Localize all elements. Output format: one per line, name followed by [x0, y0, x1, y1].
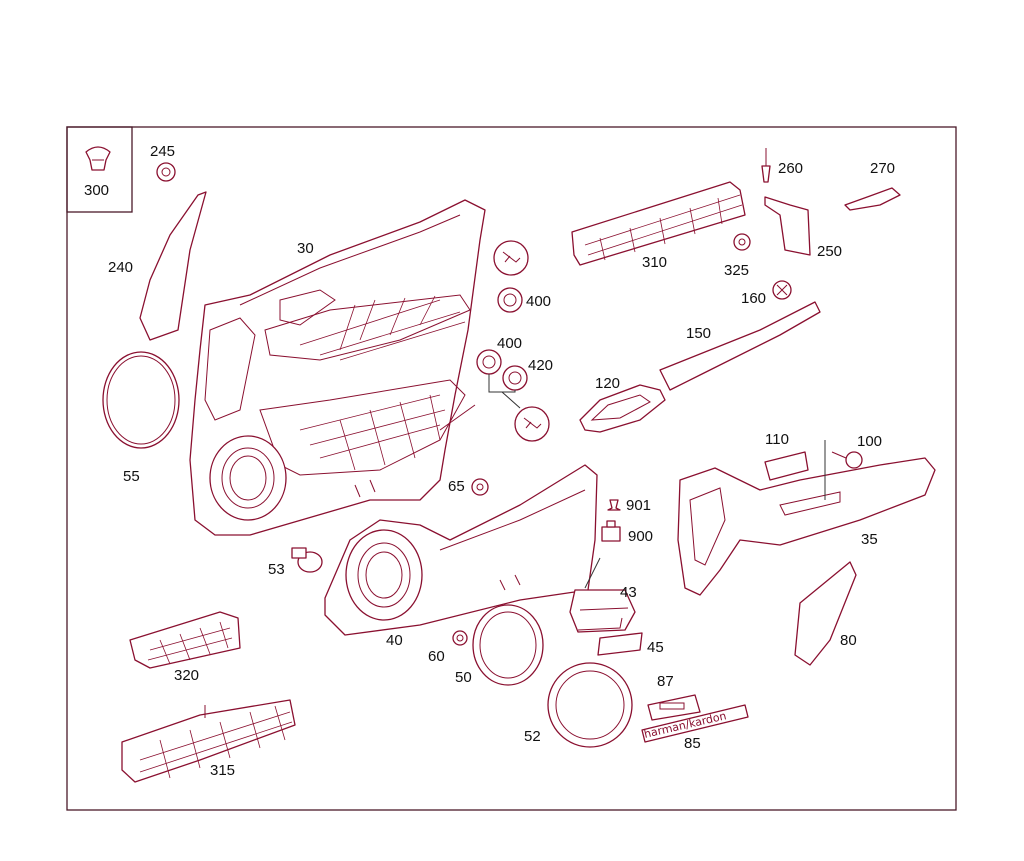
callout-65: 65 [448, 478, 465, 495]
part-screw-65[interactable] [471, 478, 489, 496]
callout-80: 80 [840, 632, 857, 649]
callout-400-lower: 400 [497, 335, 522, 352]
part-grille-320[interactable] [129, 611, 241, 669]
callout-420: 420 [528, 357, 553, 374]
callout-60: 60 [428, 648, 445, 665]
part-cover-45[interactable] [597, 632, 643, 656]
callout-320: 320 [174, 667, 199, 684]
part-pin-260[interactable] [761, 148, 771, 183]
callout-900: 900 [628, 528, 653, 545]
callout-110: 110 [765, 431, 789, 448]
callout-53: 53 [268, 561, 285, 578]
callout-55: 55 [123, 468, 140, 485]
callout-150: 150 [686, 325, 711, 342]
callout-87: 87 [657, 673, 674, 690]
callout-240: 240 [108, 259, 133, 276]
callout-35: 35 [861, 531, 878, 548]
callout-30: 30 [297, 240, 314, 257]
callout-85: 85 [684, 735, 701, 752]
part-trim-150[interactable] [659, 301, 821, 391]
callout-325: 325 [724, 262, 749, 279]
callout-45: 45 [647, 639, 664, 656]
callout-260: 260 [778, 160, 803, 177]
part-901[interactable] [607, 499, 621, 511]
callout-100: 100 [857, 433, 882, 450]
part-screw-160[interactable] [772, 280, 792, 300]
callout-315: 315 [210, 762, 235, 779]
callout-245: 245 [150, 143, 175, 160]
legend-box [66, 126, 133, 213]
part-fasteners-400-420[interactable] [476, 240, 550, 442]
part-door-panel-30[interactable] [189, 199, 486, 536]
callout-40: 40 [386, 632, 403, 649]
part-seal-55[interactable] [102, 351, 180, 449]
part-grille-315[interactable] [121, 699, 296, 783]
callout-310: 310 [642, 254, 667, 271]
part-door-panel-35[interactable] [677, 440, 936, 596]
callout-300: 300 [84, 182, 109, 199]
part-screw-60[interactable] [452, 630, 468, 646]
callout-901: 901 [626, 497, 651, 514]
callout-43: 43 [620, 584, 637, 601]
diagram-frame [66, 126, 957, 811]
callout-270: 270 [870, 160, 895, 177]
part-900[interactable] [601, 520, 621, 542]
part-handle-120[interactable] [579, 384, 666, 433]
part-bracket-87[interactable] [647, 694, 701, 721]
part-bracket-250[interactable] [764, 196, 811, 256]
callout-52: 52 [524, 728, 541, 745]
callout-50: 50 [455, 669, 472, 686]
callout-250: 250 [817, 243, 842, 260]
part-grille-310[interactable] [571, 181, 746, 266]
part-trim-240[interactable] [139, 191, 207, 341]
part-screw-325[interactable] [733, 233, 751, 251]
part-ring-52[interactable] [547, 662, 633, 748]
part-screw-245[interactable] [156, 162, 176, 182]
part-clip-270[interactable] [844, 187, 901, 211]
part-ring-50[interactable] [472, 604, 544, 686]
callout-120: 120 [595, 375, 620, 392]
part-clip-53[interactable] [291, 547, 323, 573]
callout-400-upper: 400 [526, 293, 551, 310]
callout-160: 160 [741, 290, 766, 307]
part-screw-100[interactable] [831, 451, 863, 469]
part-door-panel-40[interactable] [324, 464, 598, 636]
part-trim-80[interactable] [794, 561, 857, 666]
part-clip-300[interactable] [85, 146, 111, 171]
part-switch-43[interactable] [569, 557, 636, 633]
part-cover-110[interactable] [764, 451, 809, 481]
